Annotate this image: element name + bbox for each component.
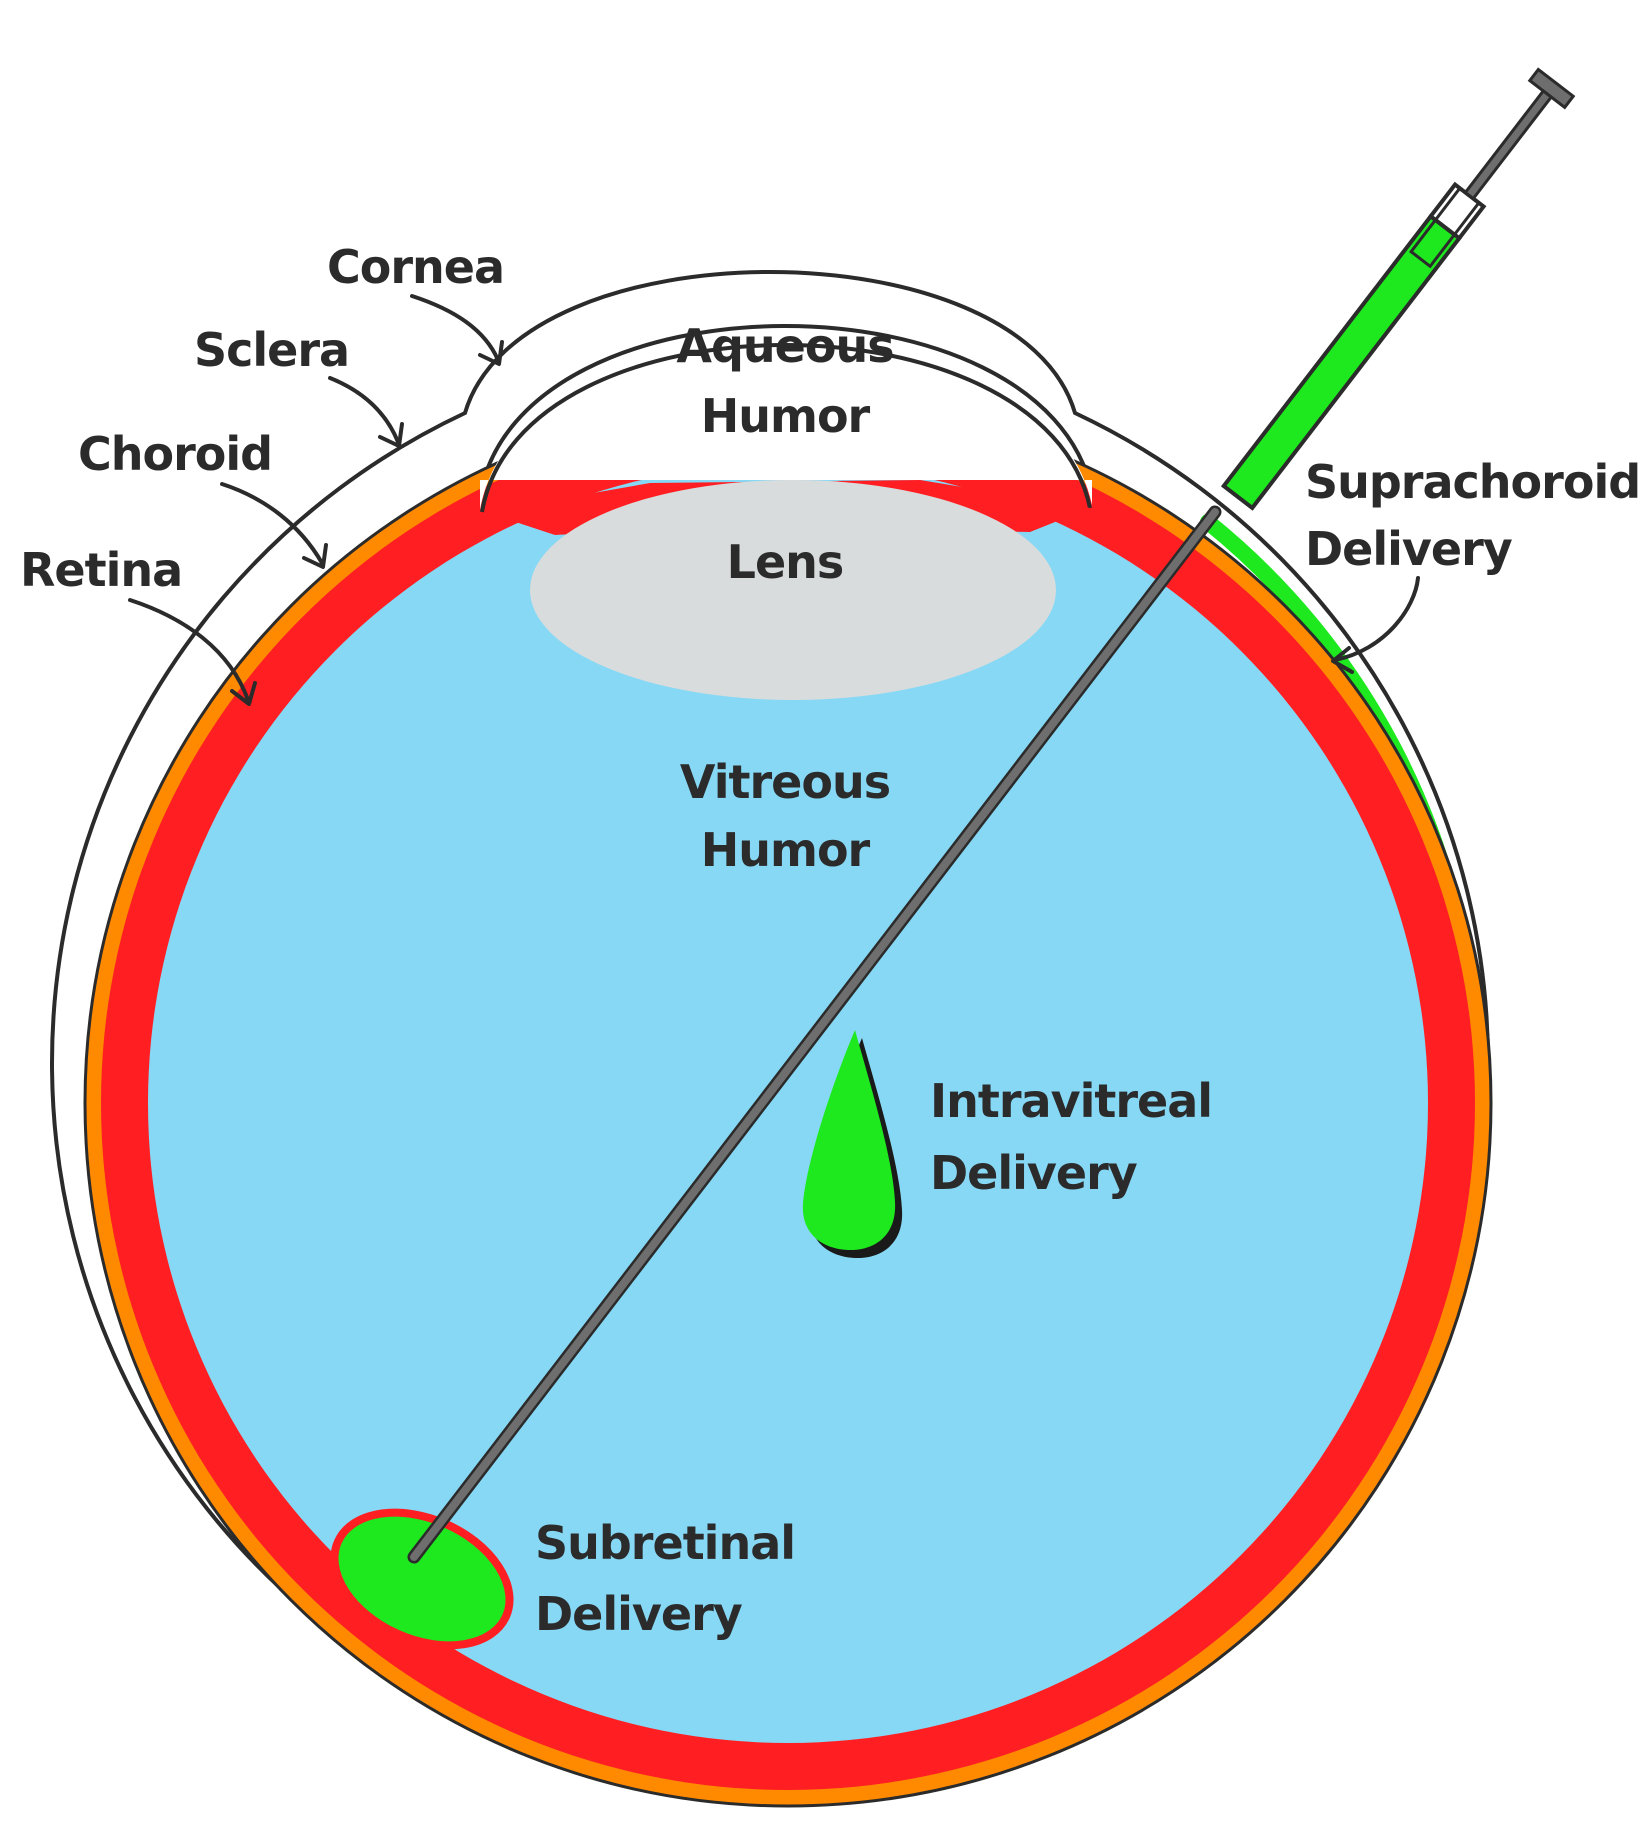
vitreous-humor bbox=[148, 463, 1428, 1743]
sclera-label: Sclera bbox=[194, 323, 349, 377]
cornea bbox=[478, 324, 1094, 497]
suprachoroidal-arrow bbox=[1331, 576, 1420, 674]
retina-arrow bbox=[128, 598, 257, 706]
drop-icon bbox=[802, 1030, 903, 1258]
vitreous-humor-label-line2: Humor bbox=[701, 823, 871, 877]
vitreous-humor-label-line1: Vitreous bbox=[680, 755, 890, 809]
aqueous-humor-label-line1: Aqueous bbox=[676, 319, 893, 373]
aqueous-humor-label-line2: Humor bbox=[701, 389, 871, 443]
choroid-label: Choroid bbox=[78, 427, 272, 481]
intravitreal-label-line1: Intravitreal bbox=[930, 1074, 1212, 1128]
choroid-arrow bbox=[220, 482, 328, 569]
syringe-icon bbox=[407, 67, 1576, 1564]
lens bbox=[530, 480, 1056, 700]
sclera-arrow bbox=[328, 376, 404, 448]
suprachoroidal-label-line1: Suprachoroidal bbox=[1305, 455, 1642, 509]
suprachoroidal-label-line2: Delivery bbox=[1305, 522, 1513, 576]
retina-label: Retina bbox=[20, 543, 182, 597]
subretinal-label-line1: Subretinal bbox=[535, 1516, 795, 1570]
cornea-arrow bbox=[410, 294, 504, 366]
subretinal-label-line2: Delivery bbox=[535, 1587, 743, 1641]
intravitreal-label-line2: Delivery bbox=[930, 1146, 1138, 1200]
aqueous-humor bbox=[480, 340, 1092, 513]
lens-label: Lens bbox=[727, 535, 844, 589]
cornea-label: Cornea bbox=[327, 240, 504, 294]
